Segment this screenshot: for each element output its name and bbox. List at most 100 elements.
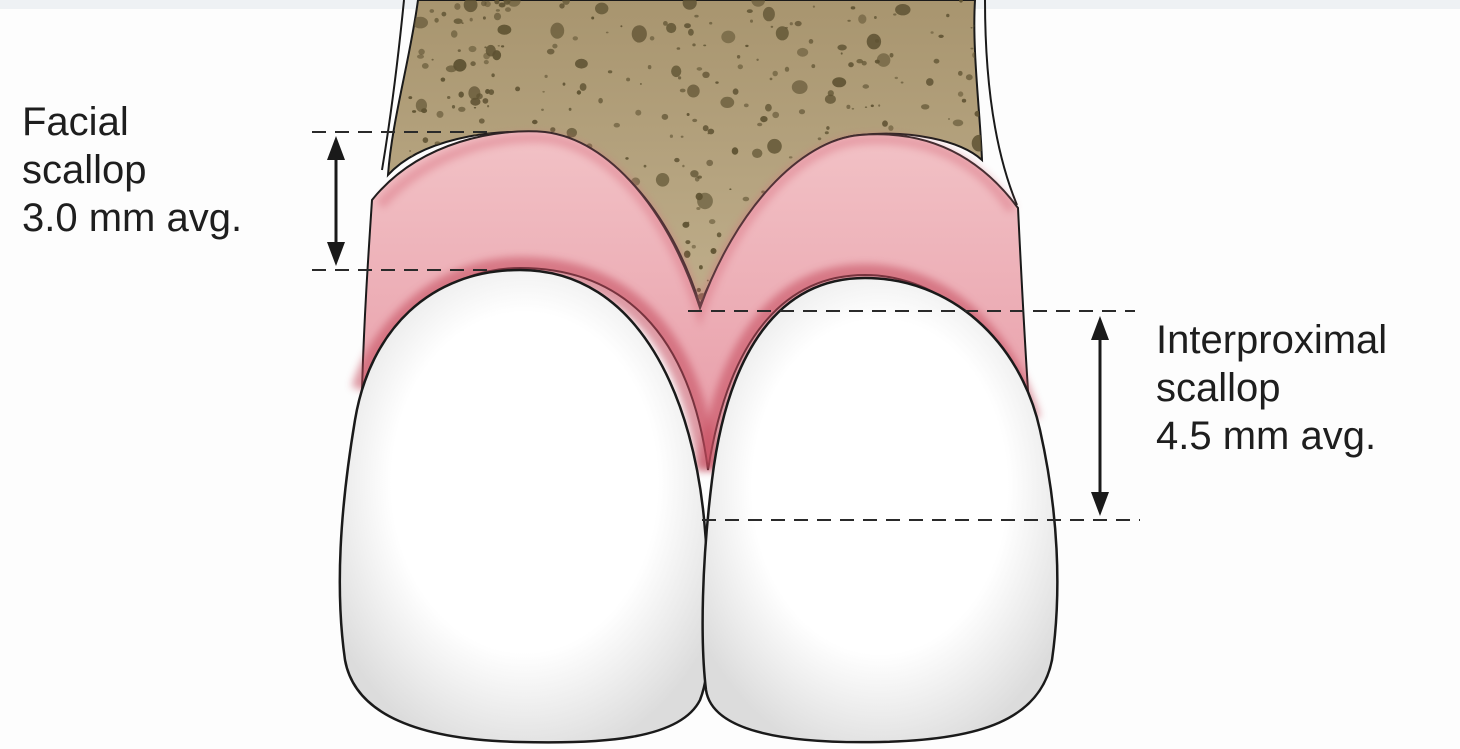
bone-pore: [785, 67, 789, 72]
bone-pore: [458, 107, 465, 112]
bone-pore: [971, 27, 973, 28]
bone-pore: [958, 91, 963, 96]
bone-pore: [494, 13, 501, 21]
bone-pore: [635, 110, 641, 116]
bone-pore: [825, 131, 829, 134]
bone-pore: [972, 135, 987, 152]
bone-pore: [552, 44, 557, 49]
bone-pore: [422, 63, 429, 69]
bone-pore: [614, 123, 620, 128]
interproximal-label-line-2: scallop: [1156, 364, 1387, 412]
bone-pore: [423, 137, 429, 143]
bone-pore: [644, 165, 647, 168]
bone-pore: [409, 150, 411, 152]
bone-pore: [625, 157, 628, 160]
bone-pore: [708, 129, 715, 135]
bone-pore: [421, 108, 427, 113]
bone-pore: [790, 22, 793, 25]
bone-pore: [640, 83, 642, 84]
bone-pore: [789, 156, 793, 158]
interproximal-label-line-3: 4.5 mm avg.: [1156, 412, 1387, 460]
bone-pore: [760, 116, 767, 122]
bone-pore: [684, 251, 691, 258]
interproximal-label-line-1: Interproximal: [1156, 316, 1387, 364]
interproximal-scallop-arrow: [1091, 316, 1109, 516]
facial-scallop-arrow: [327, 136, 345, 266]
bone-pore: [832, 77, 846, 87]
bone-pore: [656, 173, 669, 187]
bone-pore: [848, 62, 854, 67]
root-outline-right: [985, 0, 1017, 205]
bone-pore: [682, 165, 684, 168]
bone-pore: [470, 18, 473, 22]
bone-pore: [469, 46, 477, 52]
bone-pore: [931, 31, 934, 34]
bone-pore: [569, 108, 572, 111]
bone-pore: [893, 13, 896, 15]
bone-pore: [650, 36, 655, 40]
bone-pore: [447, 96, 450, 99]
bone-pore: [496, 9, 500, 12]
bone-pore: [687, 85, 700, 98]
bone-pore: [772, 112, 779, 118]
bone-pore: [874, 16, 877, 19]
bone-pore: [841, 52, 843, 54]
bone-pore: [737, 55, 740, 59]
bone-pore: [458, 49, 461, 52]
bone-pore: [486, 45, 496, 57]
bone-pore: [926, 78, 934, 86]
bone-pore: [696, 207, 700, 210]
bone-pore: [773, 71, 778, 77]
bone-pore: [865, 107, 867, 108]
bone-pore: [811, 64, 815, 68]
bone-pore: [417, 55, 424, 59]
bone-pore: [875, 39, 879, 43]
bone-pore: [454, 18, 463, 24]
bone-pore: [871, 105, 874, 108]
bone-pore: [771, 26, 774, 28]
bone-pore: [685, 240, 690, 244]
bone-pore: [515, 87, 520, 92]
bone-pore: [692, 43, 695, 46]
bone-pore: [703, 125, 709, 131]
bone-pore: [408, 96, 412, 99]
bone-pore: [550, 127, 555, 132]
bone-pore: [757, 123, 762, 127]
bone-pore: [750, 20, 753, 23]
bone-pore: [412, 110, 416, 113]
bone-pore: [717, 232, 722, 237]
bone-pore: [499, 3, 506, 8]
bone-pore: [505, 7, 511, 12]
bone-pore: [697, 67, 703, 71]
bone-pore: [678, 76, 681, 79]
bone-pore: [462, 22, 464, 24]
bone-pore: [882, 120, 888, 126]
bone-pore: [847, 20, 850, 22]
bone-pore: [442, 12, 447, 17]
bone-pore: [711, 248, 717, 254]
bone-pore: [875, 60, 880, 64]
facial-label-line-3: 3.0 mm avg.: [22, 194, 242, 242]
bone-pore: [715, 81, 718, 83]
bone-pore: [474, 107, 476, 109]
bone-pore: [670, 135, 673, 138]
bone-pore: [846, 105, 850, 109]
bone-pore: [743, 197, 750, 202]
bone-pore: [688, 29, 694, 36]
bone-pore: [763, 7, 775, 21]
bone-pore: [446, 65, 457, 72]
bone-pore: [632, 25, 647, 42]
bone-pore: [709, 219, 715, 224]
bone-pore: [934, 59, 940, 64]
bone-pore: [470, 61, 475, 66]
bone-pore: [895, 4, 910, 15]
bone-pore: [483, 16, 486, 19]
bone-pore: [938, 35, 943, 38]
bone-pore: [418, 49, 424, 55]
bone-pore: [696, 193, 703, 200]
bone-pore: [709, 22, 712, 25]
bone-pore: [747, 9, 753, 13]
bone-pore: [958, 71, 963, 76]
bone-pore: [598, 98, 603, 104]
bone-pore: [828, 90, 834, 96]
